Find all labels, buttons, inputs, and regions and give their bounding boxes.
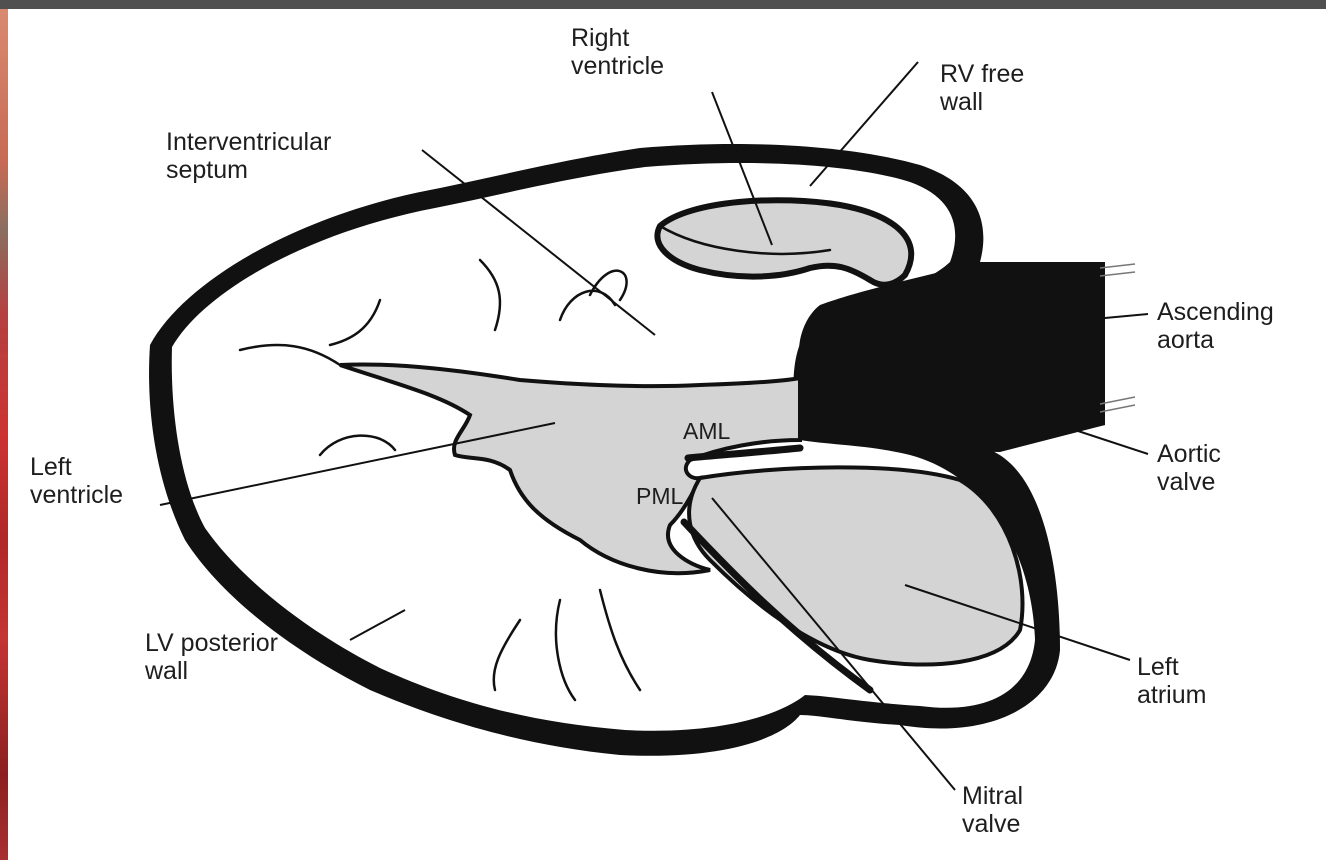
label-aortic-valve: Aortic valve bbox=[1157, 440, 1221, 496]
label-aml: AML bbox=[683, 418, 730, 444]
label-ascending-aorta: Ascending aorta bbox=[1157, 298, 1274, 354]
label-rv-free-wall: RV free wall bbox=[940, 60, 1024, 116]
label-lv-posterior-wall: LV posterior wall bbox=[145, 629, 278, 685]
label-pml: PML bbox=[636, 483, 683, 509]
label-left-atrium: Left atrium bbox=[1137, 653, 1206, 709]
label-mitral-valve: Mitral valve bbox=[962, 782, 1023, 838]
label-interventricular-septum: Interventricular septum bbox=[166, 128, 331, 184]
label-left-ventricle: Left ventricle bbox=[30, 453, 123, 509]
label-right-ventricle: Right ventricle bbox=[571, 24, 664, 80]
